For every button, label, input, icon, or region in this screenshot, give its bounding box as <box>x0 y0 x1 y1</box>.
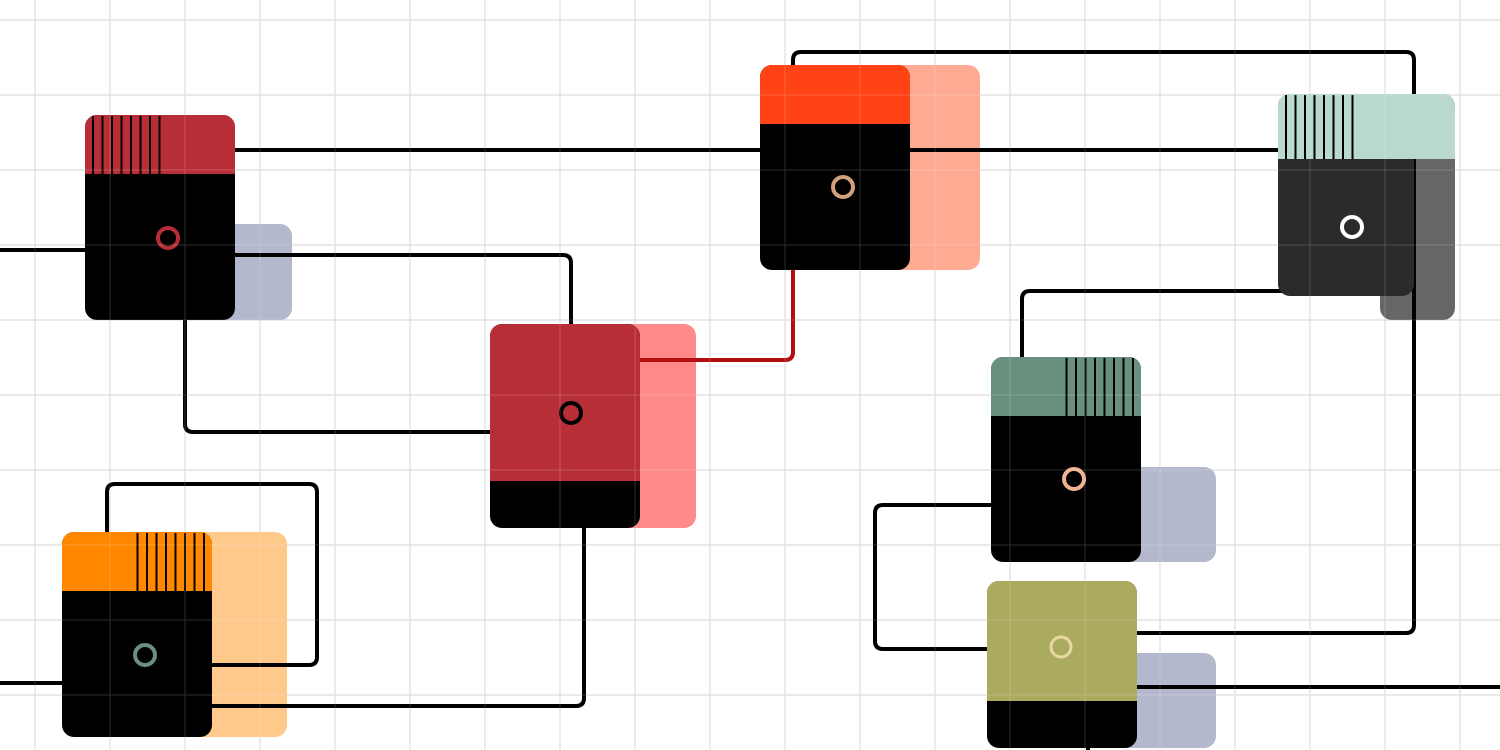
stripe-pattern <box>1065 358 1134 416</box>
port-ring-icon[interactable] <box>1062 467 1086 491</box>
port-ring-icon[interactable] <box>559 401 583 425</box>
wire-bottom-left-loop <box>105 482 319 667</box>
stripe-pattern <box>1285 95 1354 159</box>
block-olive-bottom-right[interactable] <box>987 581 1137 748</box>
block-vermilion-top[interactable] <box>760 65 910 270</box>
wire-top-loop <box>791 50 1416 635</box>
block-crimson-top-left[interactable] <box>85 115 235 320</box>
port-ring-icon[interactable] <box>1340 215 1364 239</box>
block-mint-top-right[interactable] <box>1278 94 1455 296</box>
stripe-pattern <box>136 533 205 591</box>
port-ring-icon[interactable] <box>156 226 180 250</box>
wire-top-right-to-teal <box>1020 289 1285 358</box>
block-teal-right[interactable] <box>991 357 1141 562</box>
connection-wires <box>0 50 1500 750</box>
wire-teal-to-olive-loop <box>873 503 995 651</box>
wire-center-to-top-red <box>630 258 795 362</box>
port-ring-icon[interactable] <box>1049 635 1073 659</box>
stripe-pattern <box>92 116 161 174</box>
port-ring-icon[interactable] <box>133 643 157 667</box>
block-shadow-orange-bottom-left <box>190 532 287 737</box>
port-ring-icon[interactable] <box>831 175 855 199</box>
wire-top-left-to-center <box>230 253 573 330</box>
wire-top-left-down-to-center <box>183 315 495 434</box>
block-crimson-center[interactable] <box>490 324 640 528</box>
wire-center-down-to-bottom-left <box>205 528 586 708</box>
block-orange-bottom-left[interactable] <box>62 532 212 737</box>
